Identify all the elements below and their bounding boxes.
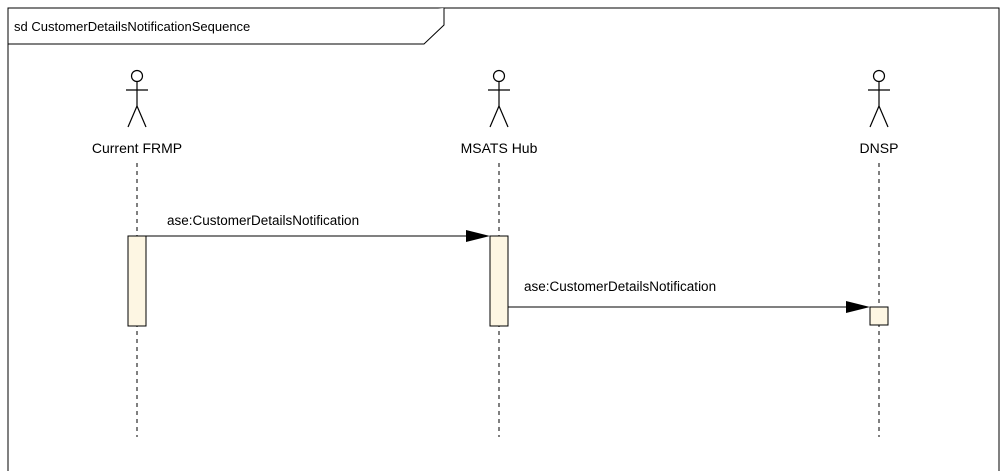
actor-icon [488, 69, 510, 128]
message-2: ase:CustomerDetailsNotification [508, 279, 870, 313]
activation-bar-msats-hub [489, 235, 509, 327]
message-1: ase:CustomerDetailsNotification [146, 213, 490, 242]
lifeline-dnsp: DNSP [860, 69, 899, 437]
lifeline-label: Current FRMP [92, 140, 182, 156]
message-label: ase:CustomerDetailsNotification [167, 213, 359, 228]
activation-bar-dnsp [869, 306, 889, 326]
actor-icon [868, 69, 890, 128]
frame-title-tab [8, 8, 445, 45]
lifeline-label: MSATS Hub [461, 140, 538, 156]
activation-bar-current-frmp [127, 235, 147, 327]
message-label: ase:CustomerDetailsNotification [524, 279, 716, 294]
diagram-frame: sd CustomerDetailsNotificationSequence [7, 7, 1000, 471]
message-arrowhead [846, 301, 870, 313]
message-arrowhead [466, 230, 490, 242]
frame-title: sd CustomerDetailsNotificationSequence [14, 19, 250, 34]
actor-icon [126, 69, 148, 128]
lifeline-label: DNSP [860, 140, 899, 156]
